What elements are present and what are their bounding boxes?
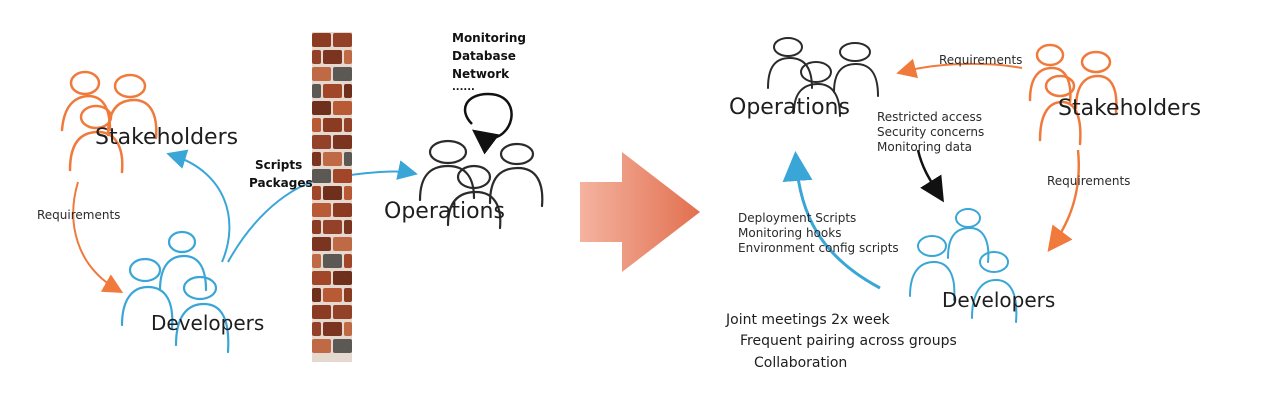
cycle-arrow-icon	[463, 92, 513, 155]
brick	[312, 50, 321, 64]
left-requirements-label: Requirements	[37, 208, 121, 222]
right-operations-label: Operations	[729, 95, 850, 120]
brick	[312, 220, 321, 234]
brick	[344, 254, 352, 268]
frequent-pairing-item: Frequent pairing across groups	[740, 333, 957, 349]
right-requirements-side-label: Requirements	[1047, 174, 1131, 188]
brick	[333, 169, 352, 183]
transition-arrow-icon	[580, 152, 700, 272]
brick	[312, 152, 321, 166]
monitoring-hooks-item: Monitoring hooks	[738, 226, 842, 240]
operations-group-icon-right	[767, 37, 879, 117]
brick	[323, 220, 342, 234]
brick	[312, 254, 321, 268]
brick	[312, 237, 331, 251]
brick	[344, 84, 352, 98]
brick	[344, 152, 352, 166]
packages-label: Packages	[249, 176, 313, 190]
left-developers-label: Developers	[151, 311, 265, 335]
brick	[312, 67, 331, 81]
brick	[323, 50, 342, 64]
right-stakeholders-label: Stakeholders	[1058, 96, 1202, 121]
brick	[312, 101, 331, 115]
collaboration-item: Collaboration	[754, 355, 848, 371]
brick	[312, 33, 331, 47]
dev-to-ops-arrow	[782, 151, 881, 290]
deployment-scripts-item: Deployment Scripts	[738, 211, 857, 225]
brick	[312, 339, 331, 353]
brick	[312, 322, 321, 336]
brick-wall-icon	[312, 32, 352, 362]
brick	[323, 186, 342, 200]
brick	[323, 118, 342, 132]
brick	[312, 169, 331, 183]
brick	[333, 203, 352, 217]
brick	[312, 135, 331, 149]
network-item: Network	[452, 67, 510, 81]
requirements-side-arrow	[1047, 149, 1080, 253]
environment-config-scripts-item: Environment config scripts	[738, 241, 899, 255]
brick	[344, 186, 352, 200]
brick	[344, 288, 352, 302]
brick	[312, 271, 331, 285]
database-item: Database	[452, 49, 516, 63]
joint-meetings-item: Joint meetings 2x week	[726, 312, 890, 328]
brick	[344, 50, 352, 64]
brick	[323, 322, 342, 336]
brick	[344, 118, 352, 132]
brick	[333, 33, 352, 47]
brick	[333, 271, 352, 285]
operations-group-icon-left	[418, 139, 544, 230]
brick	[323, 152, 342, 166]
right-developers-label: Developers	[942, 288, 1056, 312]
left-operations-label: Operations	[384, 199, 505, 224]
brick	[333, 67, 352, 81]
ops-to-dev-arrow	[916, 149, 944, 203]
brick	[323, 254, 342, 268]
brick	[333, 135, 352, 149]
monitoring-data-item: Monitoring data	[877, 140, 973, 154]
brick	[323, 288, 342, 302]
brick	[312, 203, 331, 217]
brick	[312, 118, 321, 132]
restricted-access-item: Restricted access	[877, 110, 982, 124]
brick	[312, 186, 321, 200]
brick	[312, 84, 321, 98]
brick	[312, 288, 321, 302]
security-concerns-item: Security concerns	[877, 125, 985, 139]
developers-group-icon	[120, 230, 230, 354]
stakeholders-group-icon-right	[1028, 43, 1118, 146]
brick	[333, 339, 352, 353]
developers-group-icon-right	[909, 208, 1018, 323]
right-requirements-top-label: Requirements	[939, 53, 1023, 67]
brick	[312, 305, 331, 319]
developers-to-stakeholders-arrow	[166, 149, 231, 263]
brick	[333, 237, 352, 251]
left-stakeholders-label: Stakeholders	[95, 125, 239, 150]
requirements-arrow	[72, 181, 124, 293]
requirements-top-arrow	[896, 58, 1023, 79]
stakeholders-group-icon	[60, 70, 158, 174]
brick	[323, 84, 342, 98]
brick	[344, 220, 352, 234]
ellipsis-item: ......	[452, 82, 475, 93]
brick	[333, 101, 352, 115]
monitoring-item: Monitoring	[452, 31, 526, 45]
brick	[344, 322, 352, 336]
scripts-label: Scripts	[255, 158, 303, 172]
brick	[333, 305, 352, 319]
